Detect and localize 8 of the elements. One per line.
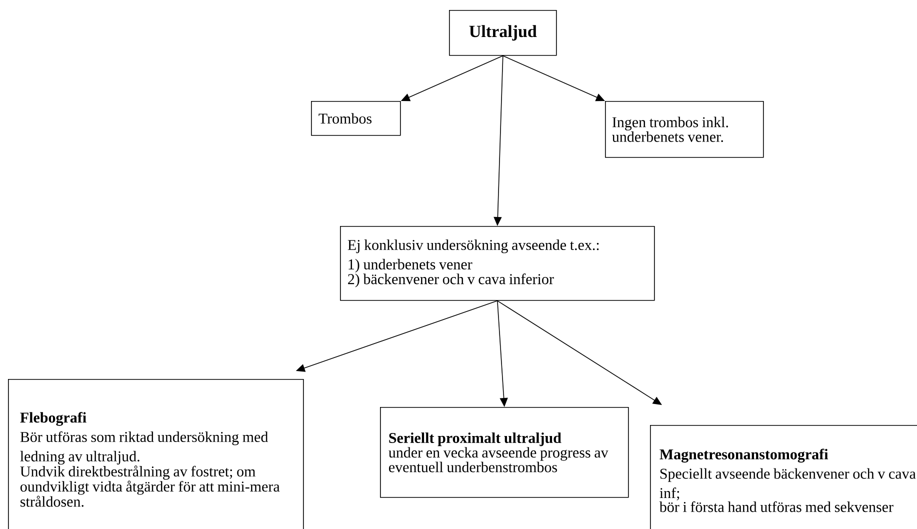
arrow xyxy=(497,300,662,405)
method-box: Magnetresonanstomografi Speciellt avseende bäckenvener och v cava inf; bör i första hand utföras med sekvenser xyxy=(650,424,917,529)
result-box: Ingen trombos inkl. underbenets vener. xyxy=(605,101,764,158)
method-box: Flebografi Bör utföras som riktad undersökning med ledning av ultraljud. Undvik direktbestrålning av fostret; om oundvikligt vidta åtgärder för att mini-mera stråldosen. xyxy=(8,378,304,529)
title-box: Ultraljud xyxy=(449,10,557,56)
result-box: Ej konklusiv undersökning avseende t.ex.: 1) underbenets vener 2) bäckenvener och v cava inferior xyxy=(340,226,655,301)
method-box: Seriellt proximalt ultraljud under en vecka avseende progress av eventuell underbenstrombos xyxy=(380,406,629,498)
result-box: Trombos xyxy=(311,101,401,136)
